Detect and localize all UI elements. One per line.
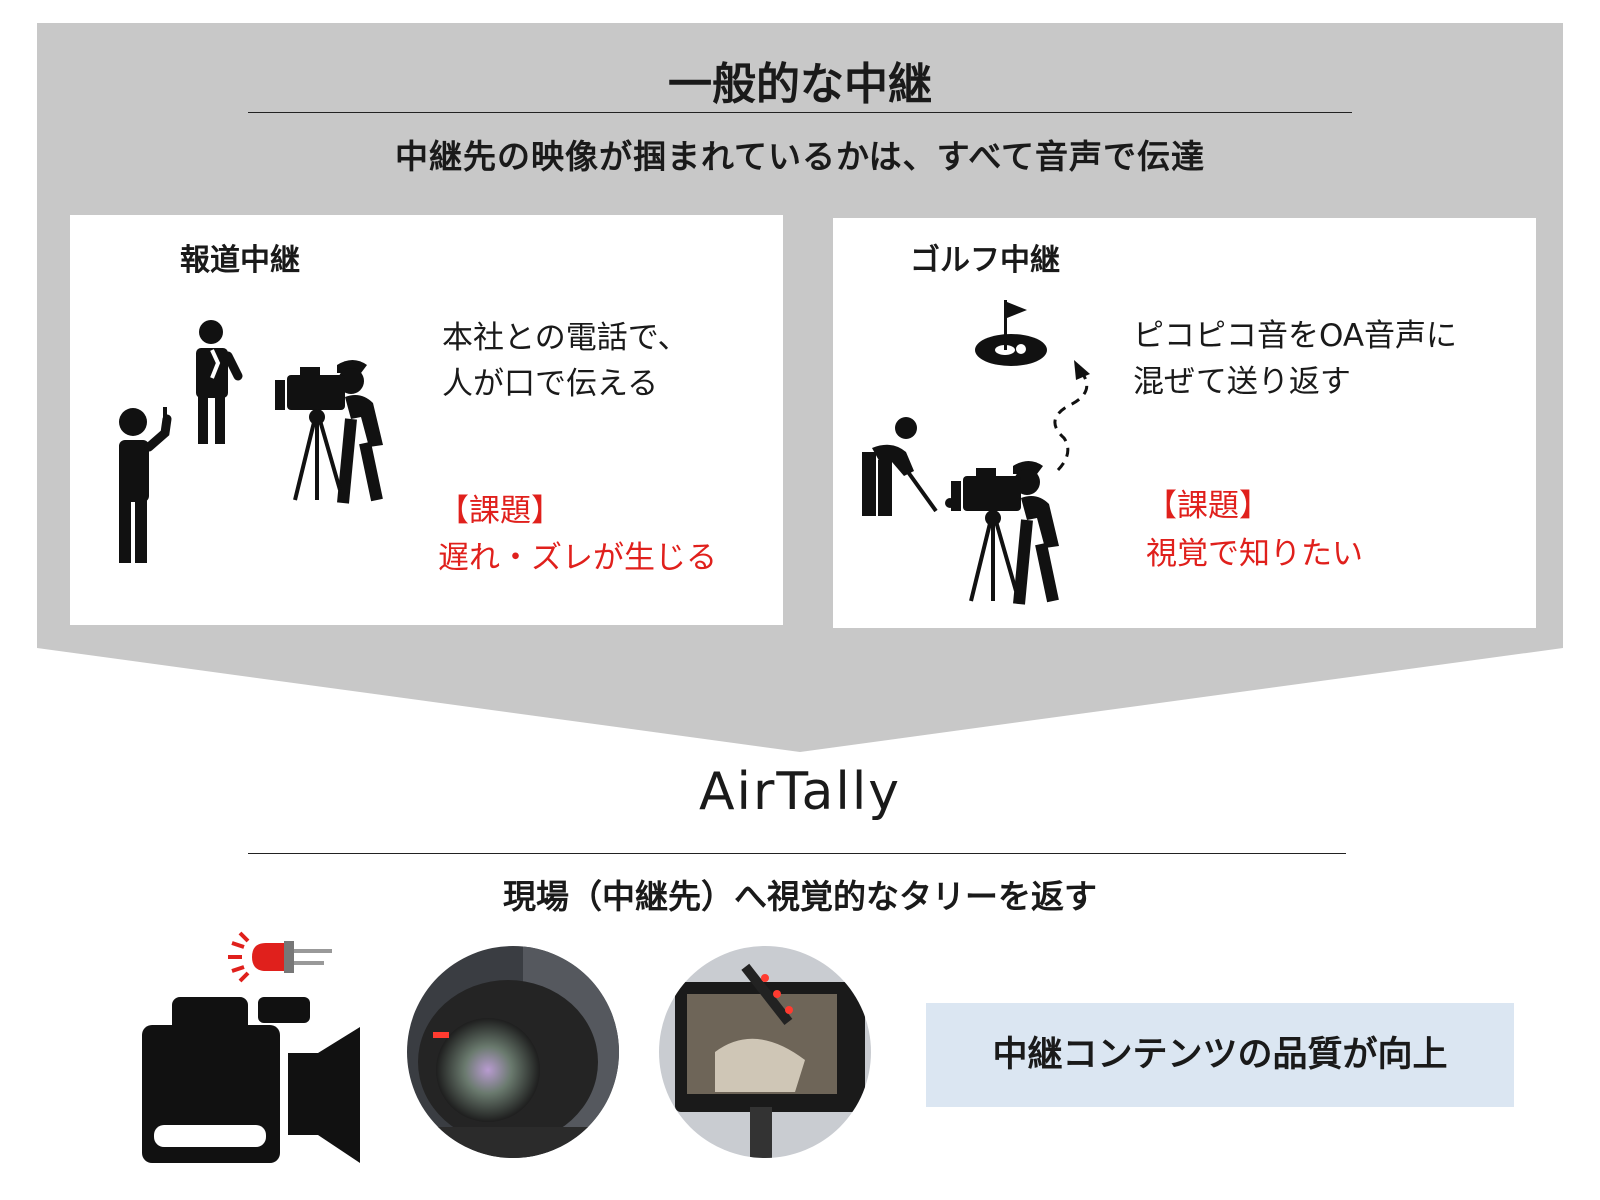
airtally-divider bbox=[248, 853, 1346, 854]
panel-title: ゴルフ中継 bbox=[910, 243, 1060, 278]
panel-description: ピコピコ音をOA音声に 混ぜて送り返す bbox=[1133, 318, 1458, 400]
quality-result-box: 中継コンテンツの品質が向上 bbox=[926, 1003, 1514, 1107]
airtally-subtitle: 現場（中継先）へ視覚的なタリーを返す bbox=[503, 877, 1097, 916]
issue-text: 視覚で知りたい bbox=[1146, 536, 1363, 572]
quality-result-text: 中継コンテンツの品質が向上 bbox=[992, 1035, 1448, 1075]
panel-title: 報道中継 bbox=[180, 243, 300, 278]
golf-hole-flag-icon bbox=[975, 300, 1047, 366]
panel-description: 本社との電話で、 人が口で伝える bbox=[442, 320, 689, 402]
page-subtitle: 中継先の映像が掴まれているかは、すべて音声で伝達 bbox=[394, 137, 1206, 176]
cameraman-icon bbox=[275, 360, 383, 504]
video-camera-icon bbox=[142, 931, 360, 1163]
airtally-title: AirTally bbox=[698, 762, 902, 822]
issue-text: 遅れ・ズレが生じる bbox=[438, 540, 717, 576]
cameraman-icon bbox=[951, 461, 1059, 605]
title-divider bbox=[248, 112, 1352, 113]
dashed-arrow-icon bbox=[1053, 360, 1090, 472]
standing-person-icon bbox=[119, 407, 172, 563]
page-title: 一般的な中継 bbox=[668, 59, 932, 110]
news-relay-panel: 報道中継 本社との電話で、 人が口で伝える 【課題】 遅れ・ズレが生じる bbox=[70, 215, 783, 625]
issue-label: 【課題】 bbox=[1146, 488, 1270, 524]
viewfinder-tally-photo bbox=[407, 946, 619, 1158]
monitor-tally-photo bbox=[659, 946, 871, 1158]
tally-led-icon bbox=[228, 931, 332, 983]
reporter-icon bbox=[196, 320, 243, 444]
issue-label: 【課題】 bbox=[438, 493, 562, 529]
golf-relay-panel: ゴルフ中継 ピコピコ音をOA音声に 混ぜて送り返す 【課題】 視覚で知りたい bbox=[833, 218, 1536, 628]
